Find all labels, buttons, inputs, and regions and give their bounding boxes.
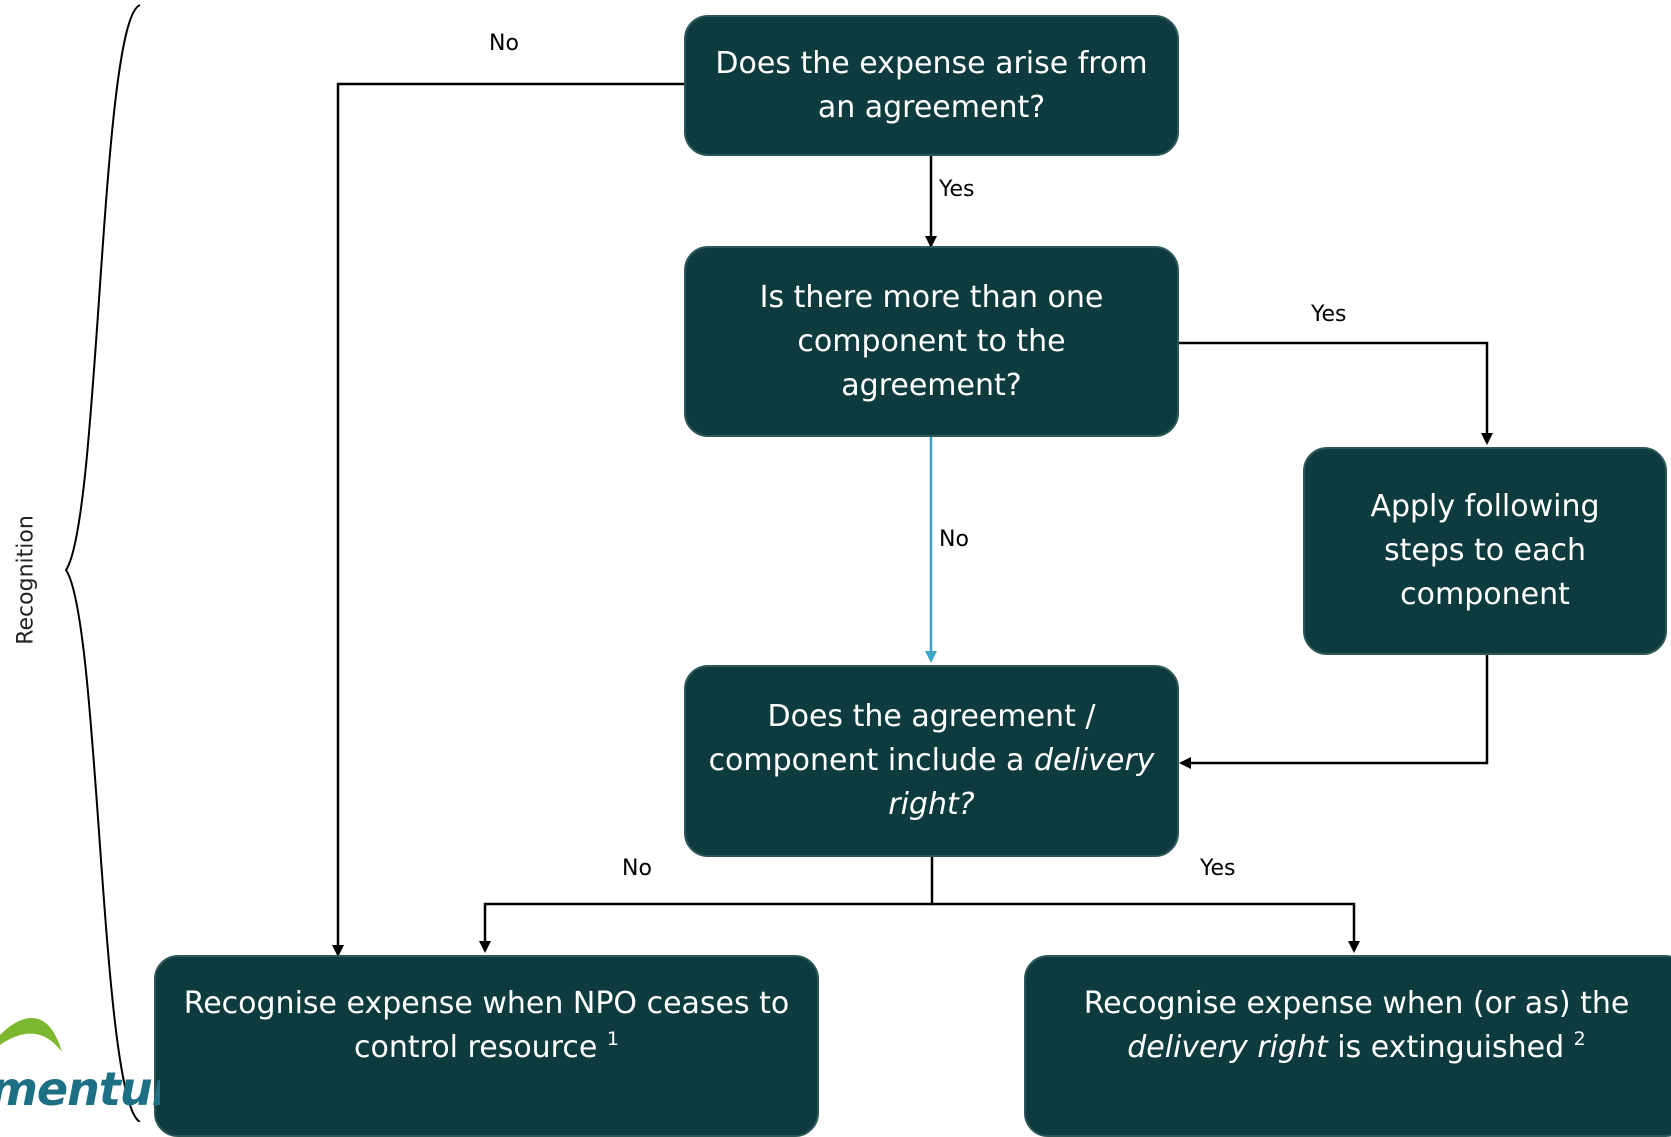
footnote-marker: 2 (1573, 1028, 1586, 1050)
node-text-plain: control resource (354, 1030, 607, 1065)
node-text-line: Does the expense arise from (715, 45, 1148, 81)
edge-label-yes-delivery: Yes (1200, 856, 1236, 881)
node-text-plain: is extinguished (1327, 1030, 1574, 1065)
node-text-line: Apply following (1370, 489, 1600, 524)
connector-no-delivery (479, 857, 934, 953)
outcome-recognise-ceases-control: Recognise expense when NPO ceases to con… (154, 955, 819, 1137)
node-text-line: component include a delivery (709, 739, 1155, 783)
connector-no-agreement (332, 82, 684, 957)
node-text-line: control resource 1 (184, 1026, 790, 1070)
process-apply-steps: Apply following steps to each component (1303, 447, 1667, 655)
edge-label-no-components: No (939, 527, 969, 552)
edge-label-no-delivery: No (622, 856, 652, 881)
logo-wordmark: mentum (0, 1062, 160, 1116)
footnote-marker: 1 (606, 1028, 619, 1050)
node-text-line: Recognise expense when (or as) the (1083, 986, 1630, 1021)
edge-label-yes-components: Yes (1311, 302, 1347, 327)
node-text-line: Is there more than one (759, 279, 1104, 315)
decision-multiple-components: Is there more than one component to the … (684, 246, 1179, 437)
node-text-line: right? (709, 783, 1155, 827)
node-text-line: agreement? (841, 367, 1022, 403)
connector-yes-components (1179, 341, 1493, 445)
logo-swoosh (0, 1017, 62, 1052)
node-text-line: an agreement? (817, 89, 1046, 125)
node-text-line: Recognise expense when NPO ceases to (183, 986, 790, 1021)
node-text-line: component to the (797, 323, 1066, 359)
node-text-emphasis: right? (888, 787, 975, 822)
recognition-label: Recognition (13, 515, 39, 645)
node-text-line: steps to each (1383, 533, 1587, 568)
node-text-line: delivery right is extinguished 2 (1084, 1026, 1630, 1070)
brand-logo: mentum (0, 1010, 160, 1122)
connector-apply-steps-back (1179, 655, 1489, 769)
node-text-line: Does the agreement / (767, 699, 1096, 734)
node-text-emphasis: delivery (1033, 743, 1155, 778)
decision-delivery-right: Does the agreement / component include a… (684, 665, 1179, 857)
node-text-line: component (1400, 577, 1570, 612)
node-text-emphasis: delivery right (1127, 1030, 1328, 1065)
connector-yes-delivery (932, 902, 1360, 953)
edge-label-yes-agreement: Yes (939, 177, 975, 202)
recognition-brace (64, 4, 141, 1122)
outcome-recognise-delivery-extinguished: Recognise expense when (or as) the deliv… (1024, 955, 1671, 1137)
edge-label-no-agreement: No (489, 31, 519, 56)
decision-expense-from-agreement: Does the expense arise from an agreement… (684, 15, 1179, 156)
node-text-plain: component include a (708, 743, 1034, 778)
